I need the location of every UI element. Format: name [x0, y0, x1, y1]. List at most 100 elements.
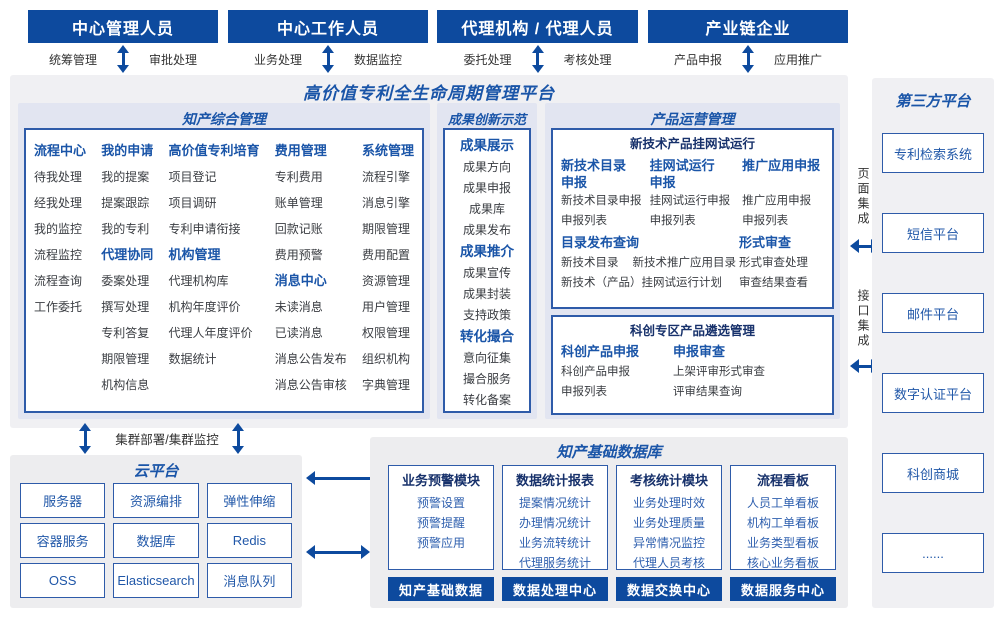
platform-title: 高价值专利全生命周期管理平台	[303, 84, 555, 103]
ip-base-database-container: 知产基础数据库 业务预警模块 预警设置预警提醒预警应用 知产基础数据 数据统计报…	[370, 437, 848, 608]
group-heading: 流程中心	[34, 143, 87, 158]
module-box: 考核统计模块 业务处理时效业务处理质量异常情况监控代理人员考核	[616, 465, 722, 570]
module-item: 异常情况监控	[632, 536, 705, 550]
role-agents: 代理机构 / 代理人员	[437, 10, 638, 43]
menu-item: 用户管理	[361, 300, 410, 314]
column-high-value-patent: 高价值专利培育项目登记项目调研专利申请衔接机构管理代理机构库机构年度评价代理人年…	[168, 138, 259, 411]
item-list: 上架评审形式审查评审结果查询	[673, 362, 765, 402]
menu-item: 待我处理	[34, 170, 83, 184]
menu-item: 科创产品申报	[561, 366, 630, 378]
menu-item: 委案处理	[101, 274, 150, 288]
menu-item: 成果库	[468, 202, 505, 216]
menu-item: 成果宣传	[462, 266, 511, 280]
module-item: 机构工单看板	[746, 516, 819, 530]
menu-item: 期限管理	[361, 222, 410, 236]
menu-item: 我的监控	[34, 222, 83, 236]
module-title: 考核统计模块	[629, 473, 708, 488]
left-arrow-icon	[306, 471, 388, 485]
module-item: 代理服务统计	[518, 556, 591, 570]
cloud-service-box: Redis	[206, 523, 292, 558]
menu-item: 上架评审形式审查	[673, 366, 766, 378]
module-item: 业务处理质量	[632, 516, 705, 530]
third-party-platform-box: ......	[882, 533, 984, 573]
data-center-badge: 数据服务中心	[730, 577, 836, 601]
menu-item: 组织机构	[361, 352, 410, 366]
module-item: 预警应用	[416, 536, 465, 550]
menu-item: 字典管理	[361, 378, 410, 392]
module-item: 提案情况统计	[518, 496, 591, 510]
column-my-applications: 我的申请我的提案提案跟踪我的专利代理协同委案处理撰写处理专利答复期限管理机构信息	[101, 138, 153, 411]
menu-item: 评审结果查询	[673, 386, 743, 398]
double-arrow-vertical-icon	[531, 45, 544, 73]
menu-item: 代理人年度评价	[168, 326, 253, 340]
item-list: 形式审查处理审查结果查看	[739, 253, 824, 293]
menu-item: 撮合服务	[462, 372, 511, 386]
double-arrow-vertical-icon	[117, 45, 129, 73]
role-center-managers: 中心管理人员	[28, 10, 218, 43]
achievement-list: 成果展示成果方向成果申报成果库成果发布成果推介成果宣传成果封装支持政策转化撮合意…	[445, 130, 529, 411]
third-party-platform-box: 邮件平台	[882, 293, 984, 333]
item-list: 挂网试运行申报申报列表	[650, 191, 742, 231]
menu-item: 费用配置	[361, 248, 410, 262]
section-title: 知产综合管理	[182, 111, 266, 127]
new-tech-columns: 新技术目录 申报 新技术目录申报申报列表 挂网试运行 申报 挂网试运行申报申报列…	[553, 153, 832, 231]
ip-management-panel: 流程中心待我处理经我处理我的监控流程监控流程查询工作委托 我的申请我的提案提案跟…	[24, 128, 424, 413]
menu-item: 新技术推广应用目录	[632, 257, 737, 269]
data-center-badge: 数据交换中心	[616, 577, 722, 601]
menu-item: 申报列表	[742, 215, 789, 227]
group-heading: 申报审查	[673, 344, 726, 359]
group-heading: 高价值专利培育	[168, 143, 260, 158]
role-center-staff: 中心工作人员	[228, 10, 428, 43]
menu-item: 未读消息	[274, 300, 323, 314]
third-party-platform-container: 第三方平台 专利检索系统短信平台邮件平台数字认证平台科创商城......	[872, 78, 994, 608]
menu-item: 账单管理	[274, 196, 323, 210]
menu-item: 经我处理	[34, 196, 83, 210]
module-item: 人员工单看板	[746, 496, 819, 510]
column-formal-review: 形式审查 形式审查处理审查结果查看	[739, 233, 824, 293]
group-heading: 代理协同	[101, 247, 154, 262]
role-functions-agents: 委托处理 考核处理	[437, 44, 638, 74]
menu-item: 提案跟踪	[101, 196, 150, 210]
role-function-label: 审批处理	[149, 52, 198, 67]
group-heading: 成果推介	[460, 244, 514, 259]
menu-item: 期限管理	[101, 352, 150, 366]
menu-item: 已读消息	[274, 326, 323, 340]
menu-item: 我的提案	[101, 170, 150, 184]
section-title: 成果创新示范	[447, 112, 526, 127]
menu-item: 工作委托	[34, 300, 83, 314]
menu-item: 机构信息	[101, 378, 150, 392]
menu-item: 成果封装	[462, 287, 511, 301]
third-party-title: 第三方平台	[895, 93, 971, 110]
menu-item: 流程监控	[34, 248, 83, 262]
catalog-line-1: 新技术目录 新技术推广应用目录	[561, 253, 736, 273]
cloud-service-box: 数据库	[113, 523, 199, 558]
menu-item: 流程引擎	[361, 170, 410, 184]
sci-innovation-selection-panel: 科创专区产品遴选管理 科创产品申报 科创产品申报申报列表 申报审查 上架评审形式…	[551, 315, 834, 415]
new-tech-trial-panel: 新技术产品挂网试运行 新技术目录 申报 新技术目录申报申报列表 挂网试运行 申报…	[551, 128, 834, 309]
group-heading: 新技术目录 申报	[561, 158, 627, 190]
column-new-tech-catalog-declare: 新技术目录 申报 新技术目录申报申报列表	[561, 157, 650, 231]
cloud-service-box: OSS	[20, 563, 106, 598]
ip-management-columns: 流程中心待我处理经我处理我的监控流程监控流程查询工作委托 我的申请我的提案提案跟…	[26, 130, 422, 411]
group-heading: 形式审查	[739, 235, 792, 250]
menu-item: 新技术目录	[561, 257, 619, 269]
role-functions-industry: 产品申报 应用推广	[648, 44, 848, 74]
group-heading: 费用管理	[274, 143, 327, 158]
module-box: 业务预警模块 预警设置预警提醒预警应用	[388, 465, 494, 570]
module-item: 代理人员考核	[632, 556, 705, 570]
role-function-label: 产品申报	[673, 52, 722, 67]
menu-item: 专利答复	[101, 326, 150, 340]
module-title: 业务预警模块	[401, 473, 480, 488]
column-promotion-declare: 推广应用申报 推广应用申报申报列表	[742, 157, 824, 231]
double-arrow-vertical-icon	[322, 45, 334, 73]
group-heading: 转化撮合	[460, 329, 514, 344]
module-assessment-statistics: 考核统计模块 业务处理时效业务处理质量异常情况监控代理人员考核 数据交换中心	[616, 465, 722, 601]
menu-item: 支持政策	[462, 308, 511, 322]
cloud-service-box: 弹性伸缩	[206, 483, 292, 518]
role-function-label: 考核处理	[563, 52, 612, 67]
group-heading: 系统管理	[361, 143, 414, 158]
ip-base-database-title: 知产基础数据库	[556, 444, 662, 461]
role-function-label: 数据监控	[354, 52, 403, 67]
role-function-label: 应用推广	[774, 52, 823, 67]
